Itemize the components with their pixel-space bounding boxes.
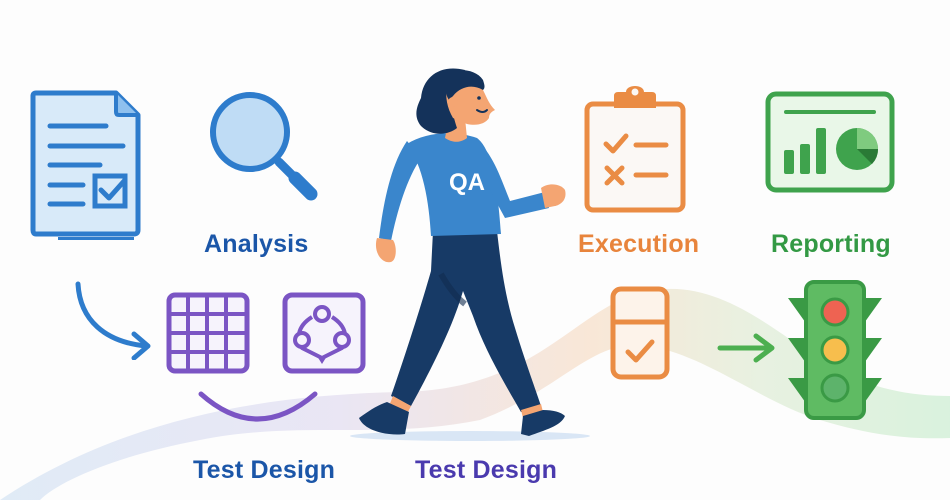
node-diagram-icon [282, 292, 366, 374]
stage-label-analysis: Analysis [204, 230, 309, 258]
curved-arrow-icon [75, 281, 151, 360]
traffic-light-icon [788, 280, 882, 420]
arrow-right-icon [717, 333, 775, 363]
connector-arc [198, 391, 318, 422]
green-light [820, 373, 850, 403]
report-dashboard-icon [765, 91, 895, 193]
shoe-right [521, 410, 565, 436]
test-pass-card-icon [610, 286, 670, 380]
document-underline [58, 237, 134, 240]
stage-label-test-design-1: Test Design [193, 456, 336, 484]
document-checklist-icon [30, 90, 141, 237]
red-light [820, 297, 850, 327]
yellow-light [820, 335, 850, 365]
qa-tester-character: QA [359, 68, 566, 436]
stage-label-test-design-2: Test Design [415, 456, 558, 484]
stage-label-execution: Execution [578, 230, 700, 258]
shirt-text: QA [449, 169, 485, 196]
hand-back [375, 238, 396, 263]
magnifying-glass-icon [210, 92, 318, 201]
hand-front [541, 184, 566, 208]
shoe-left [359, 402, 409, 435]
grid-table-icon [166, 292, 250, 374]
stage-label-reporting: Reporting [771, 230, 891, 258]
clipboard-checklist-icon [584, 86, 686, 213]
